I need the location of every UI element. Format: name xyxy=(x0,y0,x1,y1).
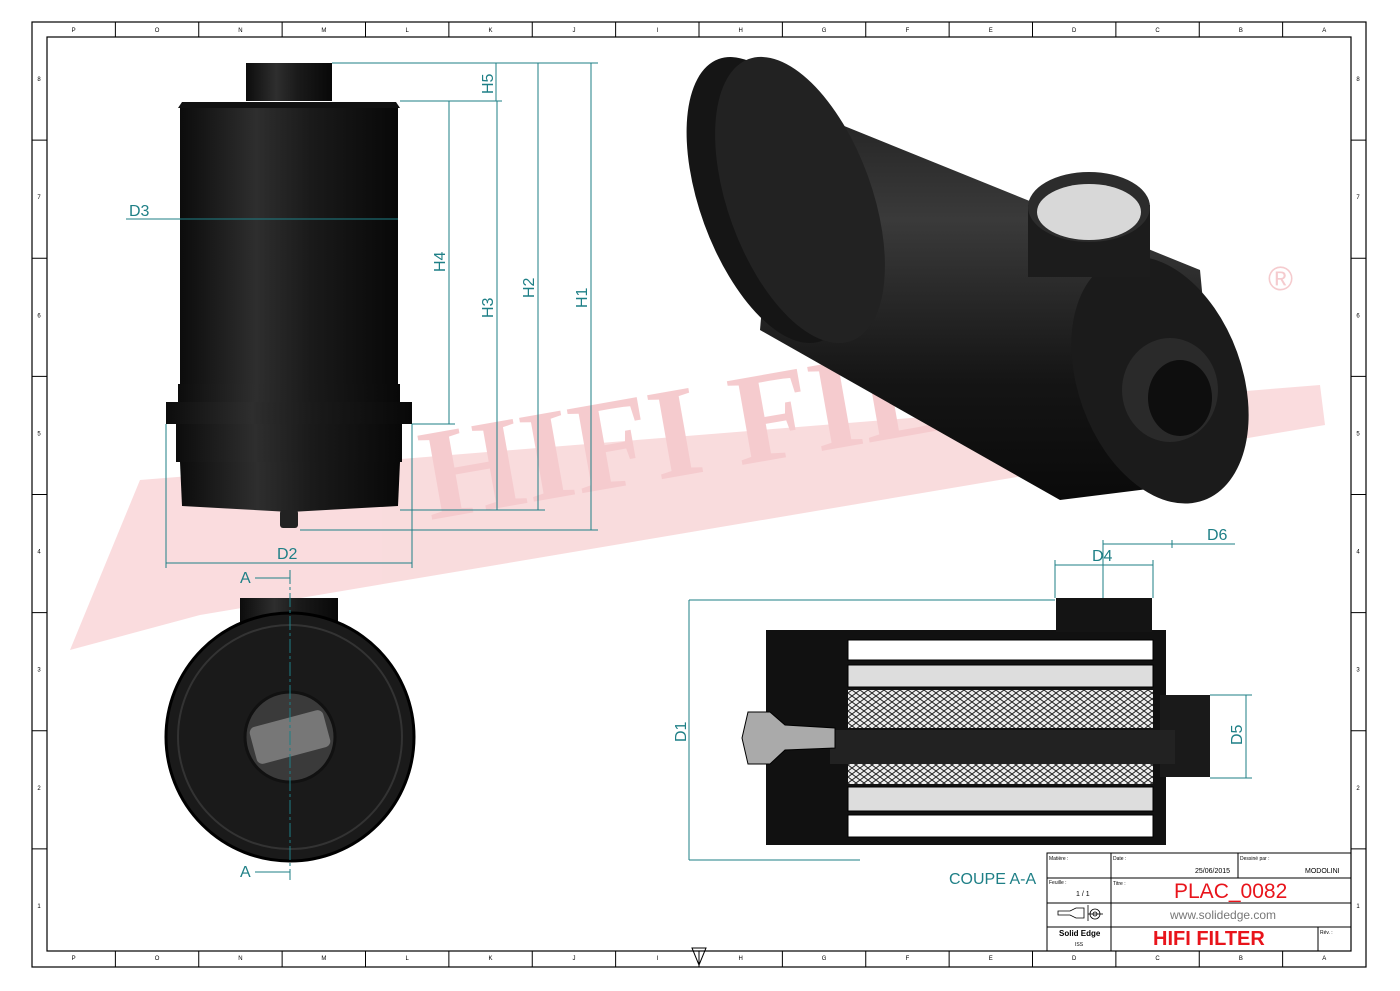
zone-column-label-bottom: H xyxy=(739,956,743,962)
zone-row-label-left: 1 xyxy=(37,904,41,910)
zone-column-label-top: D xyxy=(1072,28,1077,34)
dim-h4: H4 xyxy=(432,251,449,272)
zone-column-label-bottom: B xyxy=(1239,956,1243,962)
company-name: HIFI FILTER xyxy=(1153,928,1265,950)
zone-column-label-top: A xyxy=(1322,28,1326,34)
drawn-by-label: Dessiné par : xyxy=(1240,856,1269,862)
zone-row-label-left: 5 xyxy=(37,431,41,437)
title-label: Titre : xyxy=(1113,881,1126,887)
software-name: Solid Edge xyxy=(1059,929,1101,938)
zone-column-label-top: K xyxy=(489,28,493,34)
zone-row-label-left: 2 xyxy=(37,786,41,792)
zone-column-label-top: J xyxy=(572,28,575,34)
front-view xyxy=(166,63,412,528)
centering-mark xyxy=(691,947,707,967)
zone-column-label-bottom: C xyxy=(1155,956,1160,962)
revision-label: Rév. : xyxy=(1320,930,1333,936)
zone-row-label-right: 5 xyxy=(1356,431,1360,437)
dim-d4: D4 xyxy=(1092,548,1113,565)
dim-d6: D6 xyxy=(1207,527,1228,544)
isometric-view xyxy=(686,56,1249,504)
date-value: 25/06/2015 xyxy=(1195,868,1230,875)
drawn-by-value: MODOLINI xyxy=(1305,868,1340,875)
zone-column-label-bottom: D xyxy=(1072,956,1077,962)
zone-column-label-top: F xyxy=(906,28,910,34)
zone-column-label-top: H xyxy=(739,28,743,34)
zone-column-label-bottom: K xyxy=(489,956,493,962)
zone-column-label-top: B xyxy=(1239,28,1243,34)
section-title: COUPE A-A xyxy=(949,871,1036,888)
dim-h3: H3 xyxy=(480,297,497,318)
zone-column-label-bottom: L xyxy=(406,956,410,962)
zone-column-label-top: C xyxy=(1155,28,1160,34)
zone-column-label-bottom: A xyxy=(1322,956,1326,962)
zone-row-label-right: 7 xyxy=(1356,195,1360,201)
dim-d3: D3 xyxy=(129,203,150,220)
zone-column-label-top: P xyxy=(72,28,76,34)
zone-row-label-right: 1 xyxy=(1356,904,1360,910)
front-dimensions: H5 H4 H3 H2 H1 D3 D2 xyxy=(126,62,598,568)
sheet-value: 1 / 1 xyxy=(1076,891,1090,898)
dim-d5: D5 xyxy=(1229,724,1246,745)
zone-column-label-top: M xyxy=(321,28,326,34)
zone-column-label-top: I xyxy=(656,28,658,34)
zone-row-label-right: 2 xyxy=(1356,786,1360,792)
zone-column-label-top: E xyxy=(989,28,993,34)
zone-column-label-bottom: G xyxy=(822,956,827,962)
zone-column-label-bottom: M xyxy=(321,956,326,962)
section-view: D1 D4 D6 D5 COUPE A-A xyxy=(673,527,1252,888)
zone-column-label-top: O xyxy=(155,28,160,34)
zone-column-label-bottom: J xyxy=(572,956,575,962)
website-text: www.solidedge.com xyxy=(1169,908,1276,922)
watermark-registered: ® xyxy=(1268,260,1293,298)
dim-h5: H5 xyxy=(480,73,497,94)
title-block xyxy=(1046,852,1352,952)
zone-row-label-left: 8 xyxy=(37,77,41,83)
section-mark-bottom: A xyxy=(240,864,251,881)
zone-ticks: P P O O N N M M L L K K J J I I H H G G F F E E D D C C B B A A 8 8 7 7 6 6 5 5… xyxy=(32,22,1366,967)
zone-column-label-top: G xyxy=(822,28,827,34)
zone-row-label-right: 3 xyxy=(1356,668,1360,674)
title-block-text: Matière : Date : 25/06/2015 Dessiné par … xyxy=(1049,856,1340,950)
dim-h2: H2 xyxy=(521,277,538,298)
zone-row-label-left: 4 xyxy=(37,550,41,556)
zone-column-label-bottom: P xyxy=(72,956,76,962)
zone-column-label-bottom: O xyxy=(155,956,160,962)
sheet-label: Feuille : xyxy=(1049,880,1067,886)
zone-row-label-left: 7 xyxy=(37,195,41,201)
zone-column-label-bottom: I xyxy=(656,956,658,962)
zone-row-label-right: 8 xyxy=(1356,77,1360,83)
zone-column-label-bottom: N xyxy=(238,956,242,962)
zone-row-label-right: 6 xyxy=(1356,313,1360,319)
date-label: Date : xyxy=(1113,856,1126,862)
drawing-title: PLAC_0082 xyxy=(1174,880,1287,903)
software-sub: ISS xyxy=(1075,942,1084,948)
dim-h1: H1 xyxy=(574,287,591,308)
zone-column-label-bottom: F xyxy=(906,956,910,962)
zone-column-label-bottom: E xyxy=(989,956,993,962)
top-view: A A xyxy=(164,570,416,881)
material-label: Matière : xyxy=(1049,856,1068,862)
zone-column-label-top: N xyxy=(238,28,242,34)
zone-row-label-left: 6 xyxy=(37,313,41,319)
dim-d1: D1 xyxy=(673,721,690,742)
section-mark-top: A xyxy=(240,570,251,587)
zone-column-label-top: L xyxy=(406,28,410,34)
zone-row-label-right: 4 xyxy=(1356,550,1360,556)
dim-d2: D2 xyxy=(277,546,298,563)
zone-row-label-left: 3 xyxy=(37,668,41,674)
